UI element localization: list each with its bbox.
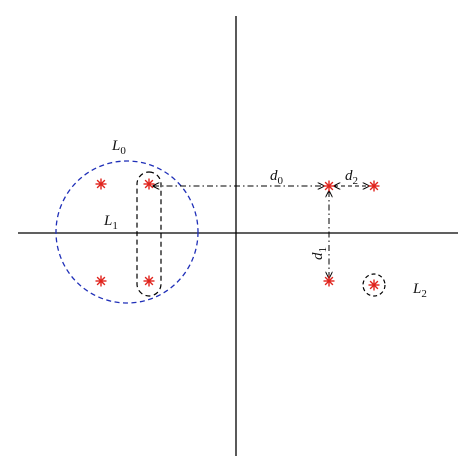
label-l1: L1 [103, 213, 118, 232]
label-d2: d2 [345, 168, 358, 187]
point-l0-lower-left [95, 275, 107, 287]
points-group [95, 178, 380, 291]
label-l2: L2 [412, 281, 427, 300]
point-l1-lower [143, 275, 155, 287]
label-d0: d0 [270, 168, 284, 187]
point-lower-right [323, 275, 335, 287]
point-l1-upper [143, 178, 155, 190]
region-l2-circle [362, 273, 386, 297]
region-l1-capsule [136, 171, 162, 297]
point-far-right [368, 180, 380, 192]
label-d1: d1 [310, 247, 329, 260]
point-l2 [368, 279, 380, 291]
label-l0: L0 [111, 138, 126, 157]
region-l0-circle [55, 160, 199, 304]
point-l0-upper-left [95, 178, 107, 190]
point-center-right [323, 180, 335, 192]
